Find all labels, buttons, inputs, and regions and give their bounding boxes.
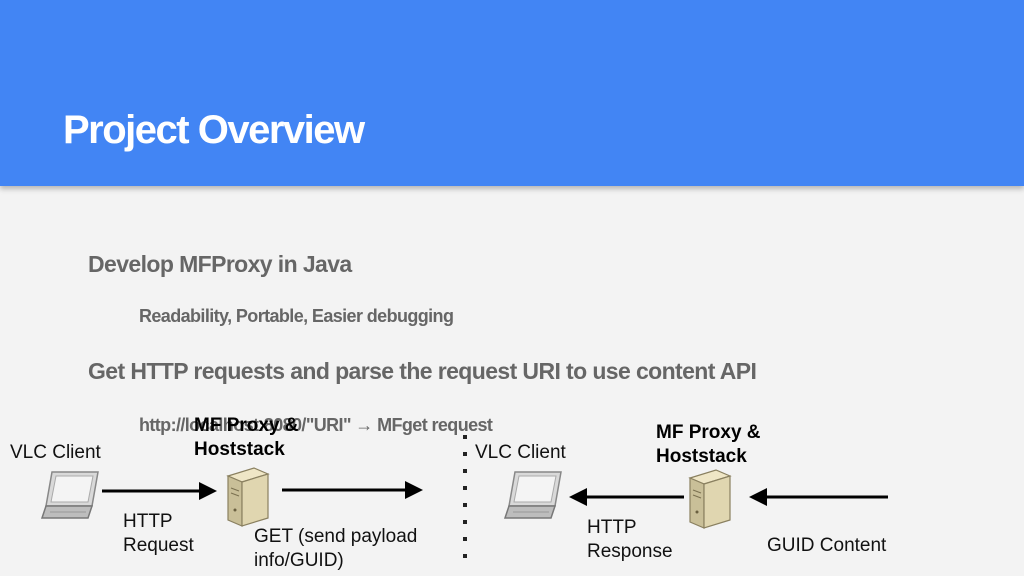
title-bar: Project Overview — [0, 0, 1024, 186]
get-label-line1: GET (send payload — [254, 526, 418, 547]
slide-title: Project Overview — [63, 108, 365, 152]
sub-bullet-uri: http://localhost:8080/"URI" → MFget requ… — [139, 415, 493, 435]
http-request-label-line2: Request — [123, 535, 194, 556]
left-vlc-client-label: VLC Client — [10, 442, 101, 463]
get-label-line2: info/GUID) — [254, 550, 344, 571]
right-proxy-label-line1: MF Proxy & — [656, 422, 761, 443]
laptop-icon — [503, 471, 562, 519]
right-proxy-label-line2: Hoststack — [656, 446, 747, 467]
guid-content-label: GUID Content — [767, 535, 887, 556]
bullet-develop: Develop MFProxy in Java — [88, 251, 352, 277]
bullet-http-requests: Get HTTP requests and parse the request … — [88, 358, 757, 384]
http-request-label-line1: HTTP — [123, 511, 173, 532]
sub-bullet-benefits: Readability, Portable, Easier debugging — [139, 306, 454, 326]
laptop-icon — [40, 471, 99, 519]
right-vlc-client-label: VLC Client — [475, 442, 566, 463]
left-proxy-label-line1: MF Proxy & — [194, 415, 299, 436]
server-icon — [226, 467, 270, 527]
http-response-label-line2: Response — [587, 541, 673, 562]
left-proxy-label-line2: Hoststack — [194, 439, 285, 460]
http-response-label-line1: HTTP — [587, 517, 637, 538]
server-icon — [688, 469, 732, 529]
